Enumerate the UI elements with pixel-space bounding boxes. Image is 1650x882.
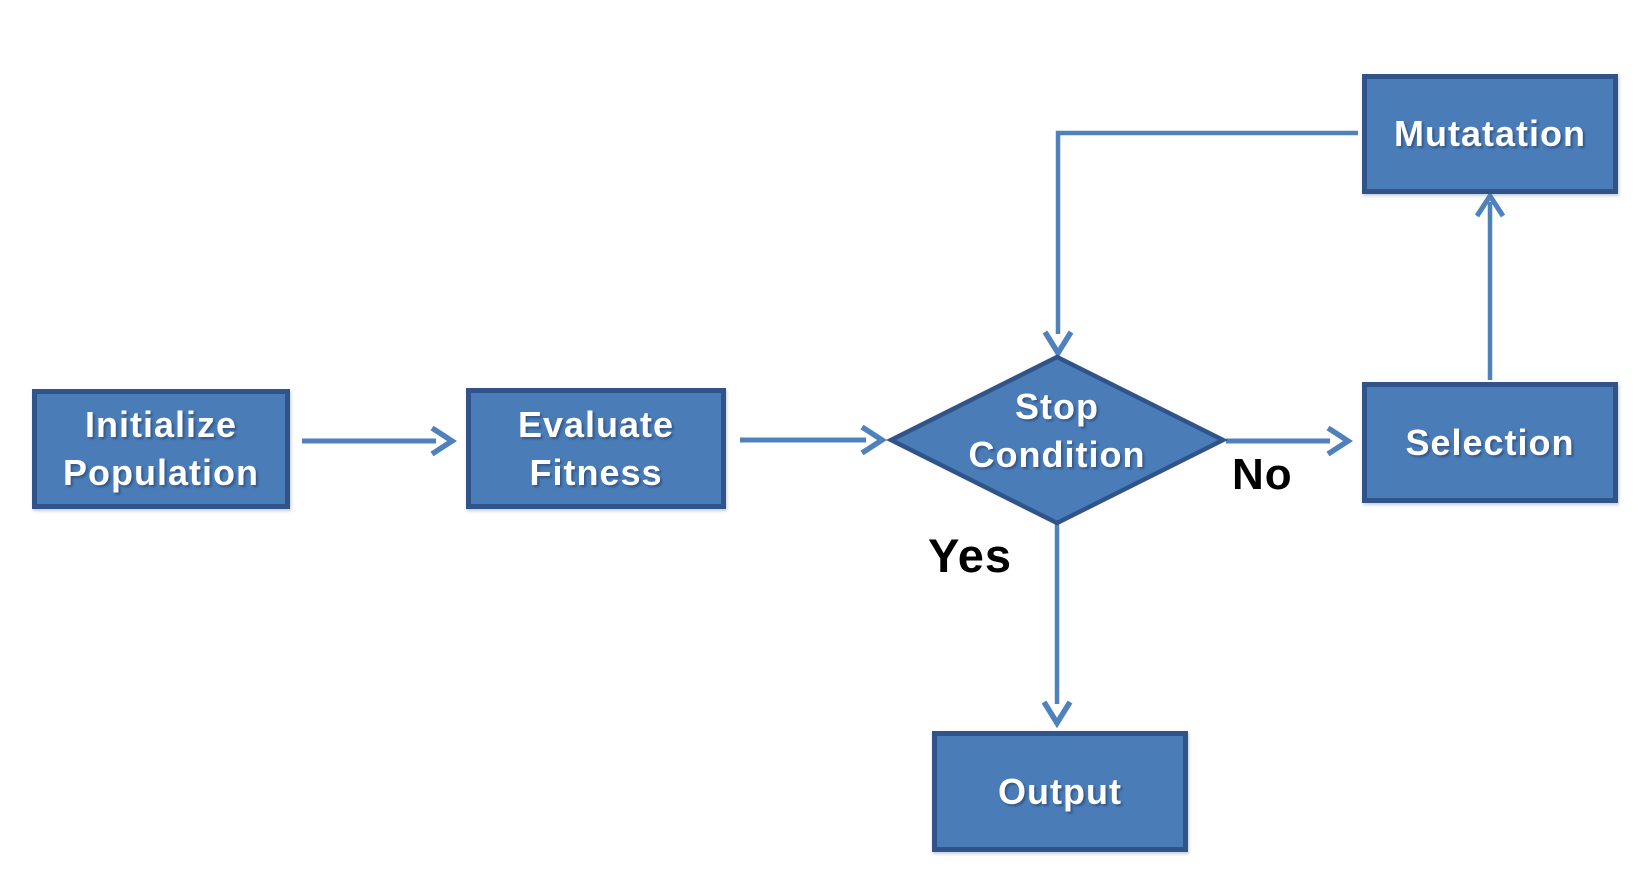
arrow-stop-condition-to-selection xyxy=(1226,425,1354,457)
arrow-stop-condition-to-output xyxy=(1041,524,1073,729)
node-output-label: Output xyxy=(998,770,1122,812)
node-evaluate-line1: Evaluate xyxy=(517,403,675,445)
node-initialize-population: Initialize Population xyxy=(32,389,290,509)
node-evaluate-line2: Fitness xyxy=(529,451,663,493)
stop-condition-diamond xyxy=(885,354,1229,526)
node-mutation-label: Mutatation xyxy=(1394,113,1586,155)
edge-label-no: No xyxy=(1232,450,1293,499)
arrow-evaluate-to-stop-condition xyxy=(740,424,888,456)
node-mutation: Mutatation xyxy=(1362,74,1618,194)
arrow-initialize-to-evaluate xyxy=(302,425,458,457)
node-initialize-line2: Population xyxy=(63,452,259,493)
node-evaluate-fitness: Evaluate Fitness xyxy=(466,388,726,509)
arrow-mutation-to-stop-condition xyxy=(1042,130,1358,359)
node-selection-label: Selection xyxy=(1405,421,1575,463)
node-selection: Selection xyxy=(1362,382,1618,503)
node-initialize-line1: Initialize xyxy=(84,404,237,446)
node-output: Output xyxy=(932,731,1188,852)
edge-label-yes: Yes xyxy=(928,529,1013,582)
arrow-selection-to-mutation xyxy=(1474,191,1506,380)
